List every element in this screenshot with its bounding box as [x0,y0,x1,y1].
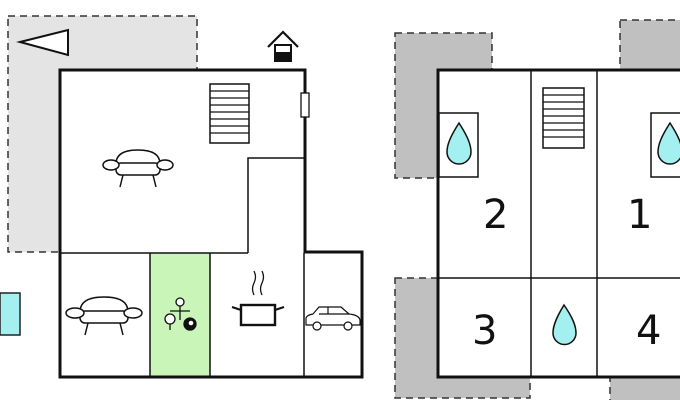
house-entrance-icon [267,30,299,62]
room-number-4: 4 [636,308,661,354]
water-drop-icon [446,121,472,165]
ground-floor-inner-walls [60,157,305,377]
water-drop-icon [552,303,577,346]
sofa-icon [102,149,174,188]
pool-area [0,292,21,336]
bathroom-box [650,112,680,178]
room-number-2: 2 [483,192,508,238]
bathroom-box [438,112,479,178]
ground-floor-plan [0,15,364,379]
terrace-area [7,15,198,253]
table-tennis-billiards-icon [164,297,197,331]
room-number-3: 3 [472,308,497,354]
wall-window [300,92,310,118]
upper-floor-plan: 2 1 3 4 [394,19,680,400]
stairs-icon [542,87,585,149]
upper-floor-walls [436,68,680,379]
stairs-icon [209,83,250,144]
car-icon [305,306,361,331]
sofa-icon [65,296,143,336]
room-number-1: 1 [627,192,652,238]
cooking-pot-icon [231,270,285,327]
upper-floor-inner-walls [438,70,680,377]
north-arrow-icon [16,28,69,57]
ground-floor-interior [60,70,362,377]
water-drop-icon [657,121,680,165]
ground-floor-walls [58,68,364,379]
